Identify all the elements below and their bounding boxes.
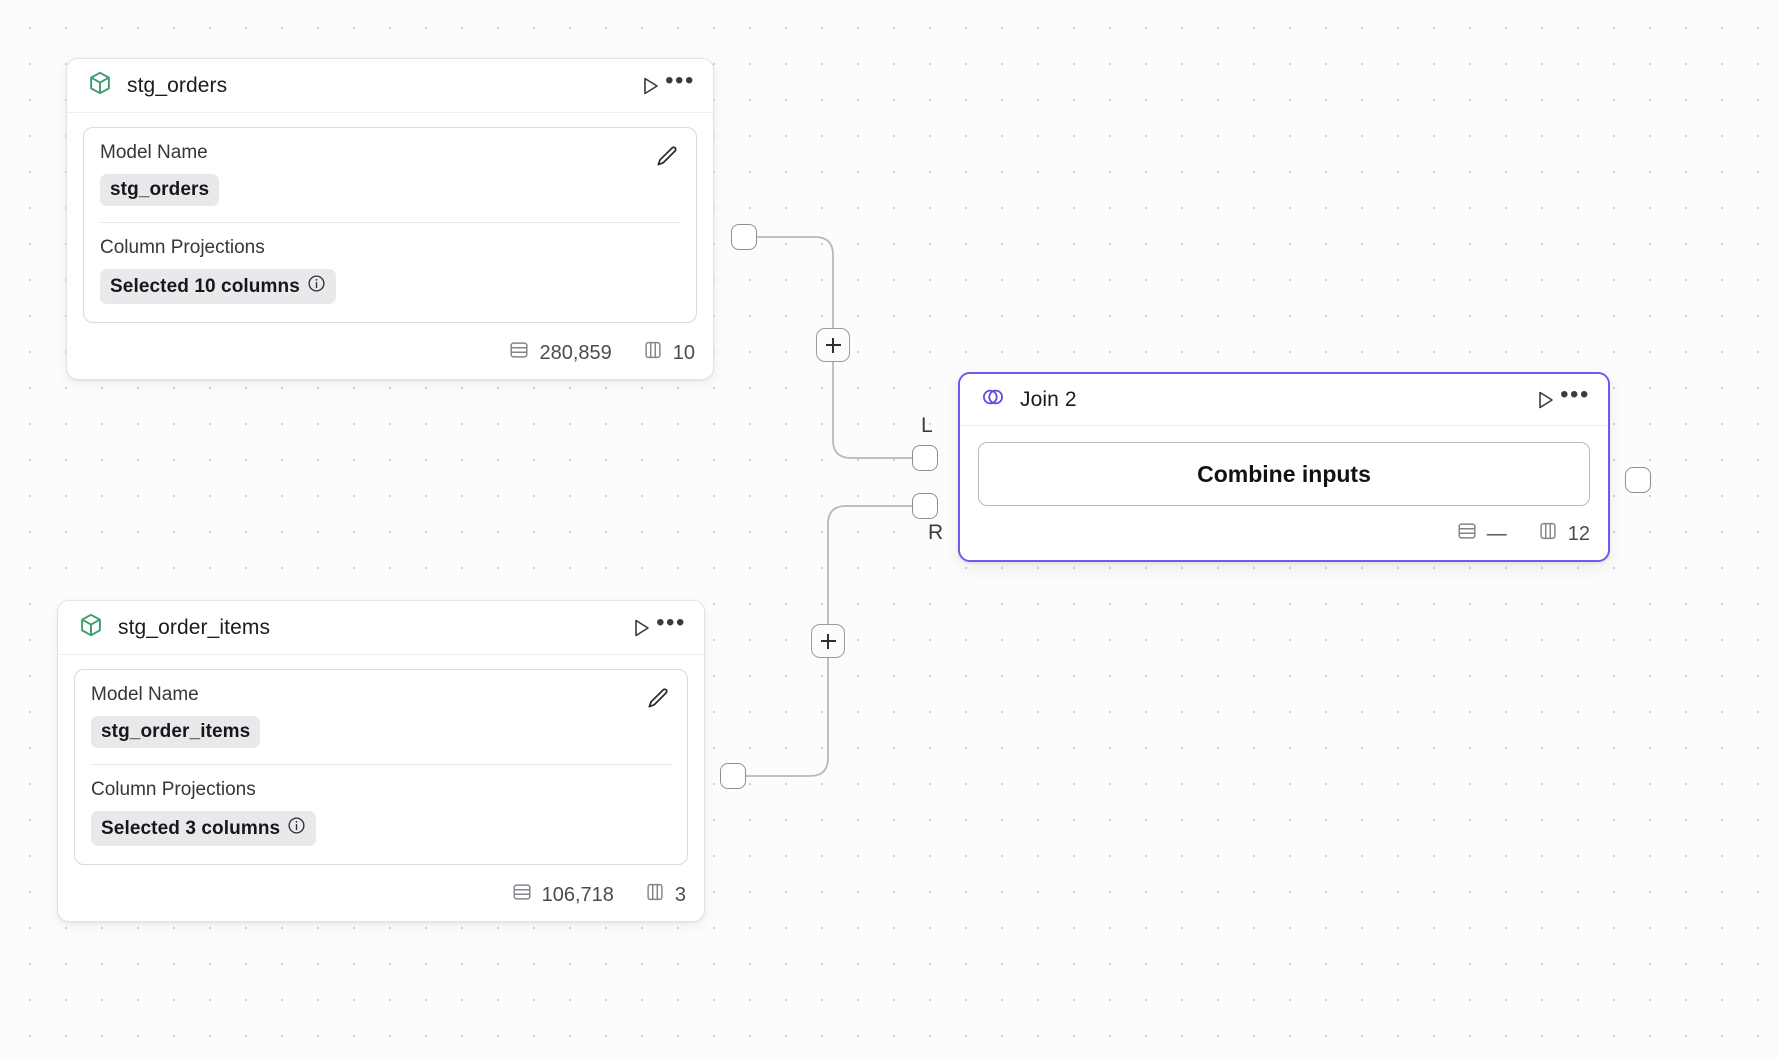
node-title: stg_order_items bbox=[118, 615, 271, 639]
row-count-value: 106,718 bbox=[541, 883, 614, 906]
field-divider bbox=[91, 764, 671, 765]
node-stg-order-items[interactable]: stg_order_items ••• Model Name stg_order… bbox=[57, 600, 705, 922]
column-count-value: 12 bbox=[1567, 522, 1590, 545]
port-output-join[interactable] bbox=[1625, 467, 1651, 493]
column-count-value: 10 bbox=[672, 341, 695, 364]
column-projections-label: Column Projections bbox=[91, 779, 256, 800]
column-count-value: 3 bbox=[674, 883, 686, 906]
node-join-2[interactable]: Join 2 ••• Combine inputs bbox=[958, 372, 1610, 562]
more-options-icon[interactable]: ••• bbox=[665, 66, 695, 94]
column-projections-field: Column Projections Selected 3 columns bbox=[91, 779, 671, 846]
row-count-value: 280,859 bbox=[539, 341, 612, 364]
row-count-stat: 280,859 bbox=[508, 339, 612, 367]
model-name-value[interactable]: stg_orders bbox=[100, 174, 220, 206]
cube-icon bbox=[78, 612, 104, 643]
venn-icon bbox=[980, 384, 1006, 415]
columns-icon bbox=[642, 339, 664, 367]
port-label-left: L bbox=[921, 414, 933, 437]
node-body: Combine inputs bbox=[960, 426, 1608, 514]
column-count-stat: 12 bbox=[1537, 520, 1590, 548]
port-output-stg-orders[interactable] bbox=[731, 224, 757, 250]
node-footer: 280,859 10 bbox=[67, 333, 713, 379]
node-stg-orders[interactable]: stg_orders ••• Model Name stg_orders bbox=[66, 58, 714, 380]
rows-icon bbox=[1456, 520, 1478, 548]
port-label-right: R bbox=[928, 521, 944, 544]
column-projections-value[interactable]: Selected 3 columns bbox=[91, 811, 317, 846]
cube-icon bbox=[87, 70, 113, 101]
columns-icon bbox=[1537, 520, 1559, 548]
model-name-label: Model Name bbox=[91, 684, 199, 705]
node-header: Join 2 ••• bbox=[960, 374, 1608, 426]
port-input-join-left[interactable] bbox=[912, 445, 938, 471]
column-count-stat: 3 bbox=[644, 881, 686, 909]
columns-icon bbox=[644, 881, 666, 909]
node-body: Model Name stg_orders Column Projections… bbox=[67, 113, 713, 333]
node-body: Model Name stg_order_items Column Projec… bbox=[58, 655, 704, 875]
edit-icon[interactable] bbox=[645, 686, 671, 717]
info-icon[interactable] bbox=[307, 274, 326, 299]
column-projections-value[interactable]: Selected 10 columns bbox=[100, 269, 336, 304]
run-icon[interactable] bbox=[635, 71, 665, 101]
column-projections-field: Column Projections Selected 10 columns bbox=[100, 237, 680, 304]
run-icon[interactable] bbox=[626, 613, 656, 643]
field-divider bbox=[100, 222, 680, 223]
node-footer: 106,718 3 bbox=[58, 875, 704, 921]
edge-add-button-right[interactable] bbox=[811, 624, 845, 658]
port-output-stg-order-items[interactable] bbox=[720, 763, 746, 789]
model-config-card: Model Name stg_orders Column Projections… bbox=[83, 127, 697, 323]
more-options-icon[interactable]: ••• bbox=[656, 608, 686, 636]
edit-icon[interactable] bbox=[654, 144, 680, 175]
rows-icon bbox=[508, 339, 530, 367]
more-options-icon[interactable]: ••• bbox=[1560, 380, 1590, 408]
row-count-stat: — bbox=[1456, 520, 1507, 548]
node-title: stg_orders bbox=[127, 73, 228, 97]
model-config-card: Model Name stg_order_items Column Projec… bbox=[74, 669, 688, 865]
model-name-value[interactable]: stg_order_items bbox=[91, 716, 261, 748]
run-icon[interactable] bbox=[1530, 385, 1560, 415]
column-projections-text: Selected 10 columns bbox=[110, 275, 300, 297]
rows-icon bbox=[511, 881, 533, 909]
combine-inputs-button[interactable]: Combine inputs bbox=[978, 442, 1590, 506]
node-header: stg_orders ••• bbox=[67, 59, 713, 113]
model-name-label: Model Name bbox=[100, 142, 208, 163]
node-footer: — 12 bbox=[960, 514, 1608, 560]
column-count-stat: 10 bbox=[642, 339, 695, 367]
info-icon[interactable] bbox=[287, 816, 306, 841]
row-count-stat: 106,718 bbox=[511, 881, 614, 909]
node-title: Join 2 bbox=[1020, 387, 1077, 411]
column-projections-label: Column Projections bbox=[100, 237, 265, 258]
column-projections-text: Selected 3 columns bbox=[101, 817, 281, 839]
row-count-value: — bbox=[1486, 522, 1507, 545]
port-input-join-right[interactable] bbox=[912, 493, 938, 519]
model-name-field: Model Name stg_orders bbox=[100, 142, 680, 206]
node-header: stg_order_items ••• bbox=[58, 601, 704, 655]
edge-add-button-left[interactable] bbox=[816, 328, 850, 362]
model-name-field: Model Name stg_order_items bbox=[91, 684, 671, 748]
